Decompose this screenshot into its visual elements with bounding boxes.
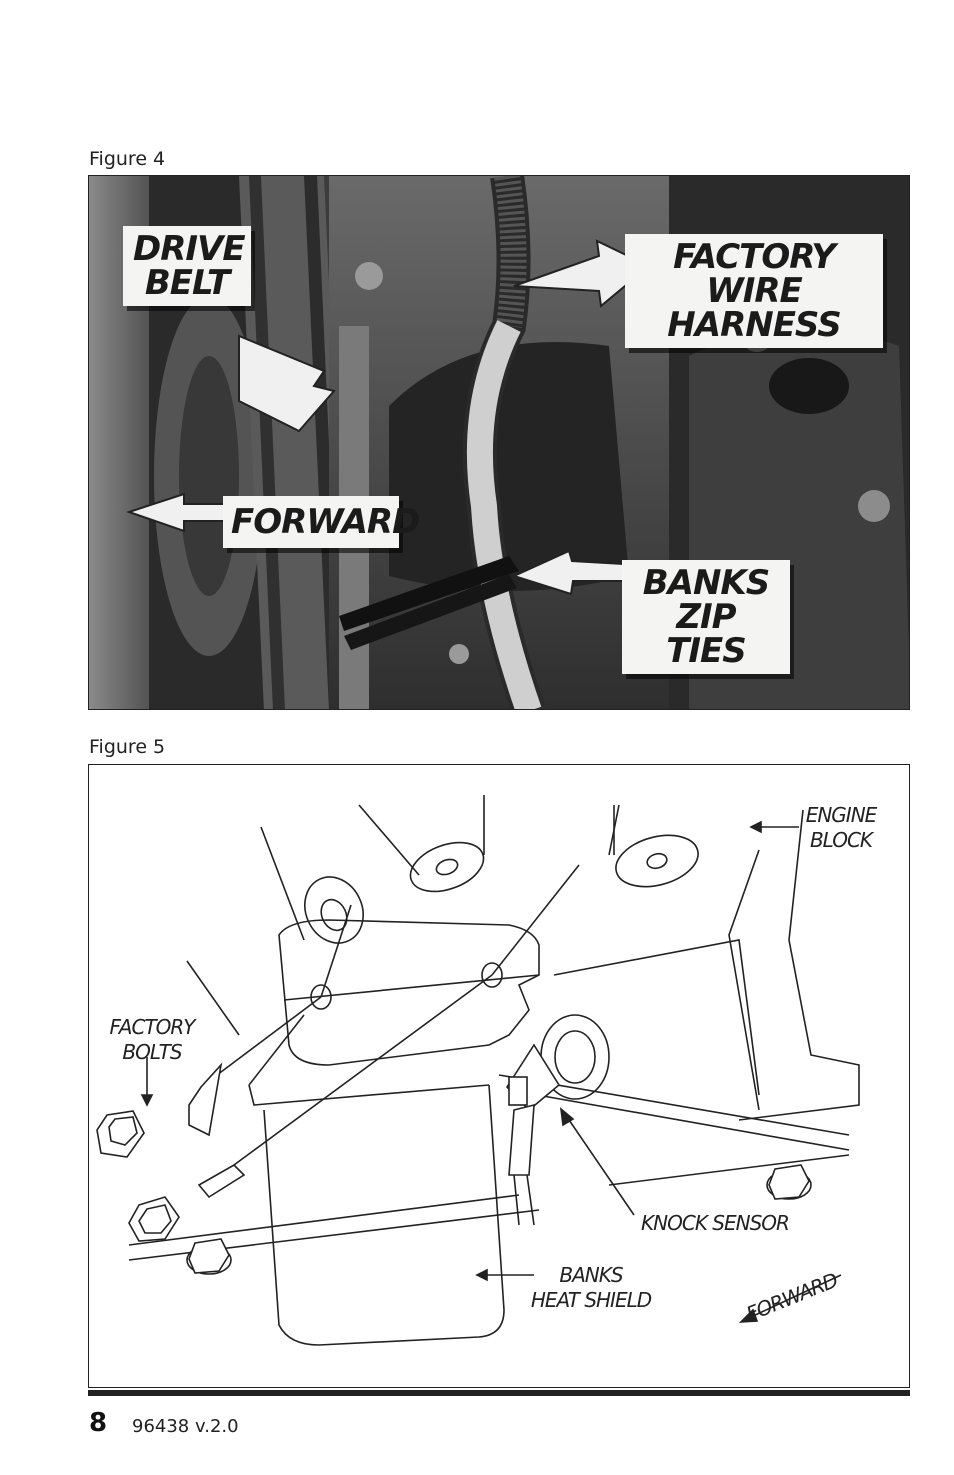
forward-callout: FORWARD xyxy=(223,496,420,548)
figure-4-caption: Figure 4 xyxy=(89,148,166,170)
heat-shield-diagram xyxy=(96,795,860,1346)
engine-block-label: ENGINE BLOCK xyxy=(805,803,878,852)
part-number: 96438 v.2.0 xyxy=(132,1416,239,1437)
banks-heat-shield-label: BANKS HEAT SHIELD xyxy=(530,1263,652,1312)
knock-sensor-label: KNOCK SENSOR xyxy=(641,1211,790,1235)
page-number: 8 xyxy=(89,1408,108,1438)
drive-belt-callout: DRIVE BELT xyxy=(123,226,251,306)
figure-5-caption: Figure 5 xyxy=(89,736,166,758)
footer-rule xyxy=(88,1390,910,1396)
banks-zip-ties-callout: BANKS ZIP TIES xyxy=(622,560,790,674)
factory-wire-harness-callout: FACTORY WIRE HARNESS xyxy=(625,234,883,348)
figure-4-photo: DRIVE BELT FACTORY WIRE HARNESS FORWARD … xyxy=(88,175,910,710)
factory-bolts-label: FACTORY BOLTS xyxy=(109,1015,195,1064)
figure-5-diagram: ENGINE BLOCK FACTORY BOLTS KNOCK SENSOR … xyxy=(88,764,910,1388)
